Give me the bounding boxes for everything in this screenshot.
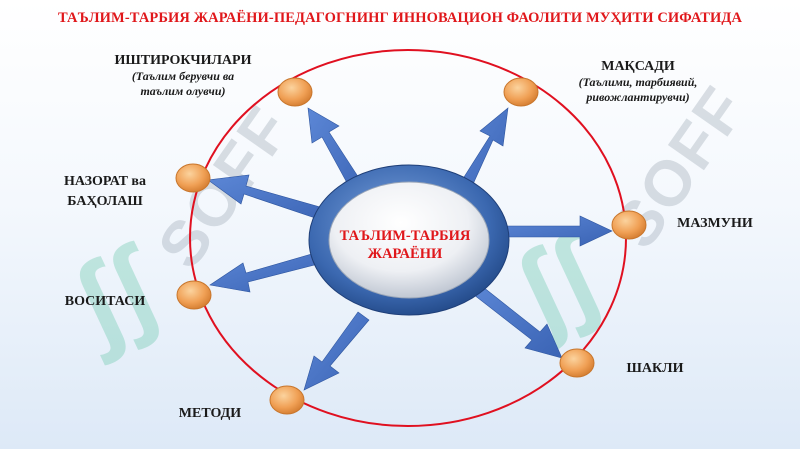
node-metodi <box>269 385 305 415</box>
label-nazorat: НАЗОРАТ ва БАҲОЛАШ <box>40 172 170 212</box>
label-nazorat-line2: БАҲОЛАШ <box>67 194 143 209</box>
arrow-mazmuni <box>497 215 613 247</box>
node-mazmuni <box>611 210 647 240</box>
label-maqsadi-title: МАҚСАДИ <box>601 59 675 74</box>
label-shakli: ШАКЛИ <box>626 361 684 376</box>
label-ishtirokchilari-title: ИШТИРОКЧИЛАРИ <box>114 53 252 68</box>
node-shakli <box>559 348 595 378</box>
label-metodi: МЕТОДИ <box>178 406 242 421</box>
label-maqsadi-sub1: (Таълими, тарбиявий, <box>578 75 698 89</box>
node-ishtirokchilari <box>277 77 313 107</box>
center-label-line1: ТАЪЛИМ-ТАРБИЯ <box>339 228 471 244</box>
node-nazorat <box>175 163 211 193</box>
label-nazorat-line1: НАЗОРАТ ва <box>64 174 146 189</box>
label-ishtirokchilari: ИШТИРОКЧИЛАРИ (Таълим берувчи ва таълим … <box>98 52 268 99</box>
node-vositasi <box>176 280 212 310</box>
label-vositasi: ВОСИТАСИ <box>64 294 146 309</box>
slide-title: ТАЪЛИМ-ТАРБИЯ ЖАРАЁНИ-ПЕДАГОГНИНГ ИННОВА… <box>57 10 743 26</box>
label-maqsadi: МАҚСАДИ (Таълими, тарбиявий, ривожлантир… <box>548 58 728 105</box>
center-inner <box>328 181 490 299</box>
arrow-vositasi <box>209 250 327 293</box>
label-mazmuni: МАЗМУНИ <box>677 216 753 231</box>
label-ishtirokchilari-sub1: (Таълим берувчи ва <box>131 69 235 83</box>
arrow-shakli <box>468 282 563 359</box>
label-ishtirokchilari-sub2: таълим олувчи) <box>140 84 226 98</box>
arrow-metodi <box>303 311 370 391</box>
label-maqsadi-sub2: ривожлантирувчи) <box>586 90 690 104</box>
node-maqsadi <box>503 77 539 107</box>
center-label: ТАЪЛИМ-ТАРБИЯ ЖАРАЁНИ <box>330 227 480 263</box>
center-label-line2: ЖАРАЁНИ <box>367 246 443 262</box>
